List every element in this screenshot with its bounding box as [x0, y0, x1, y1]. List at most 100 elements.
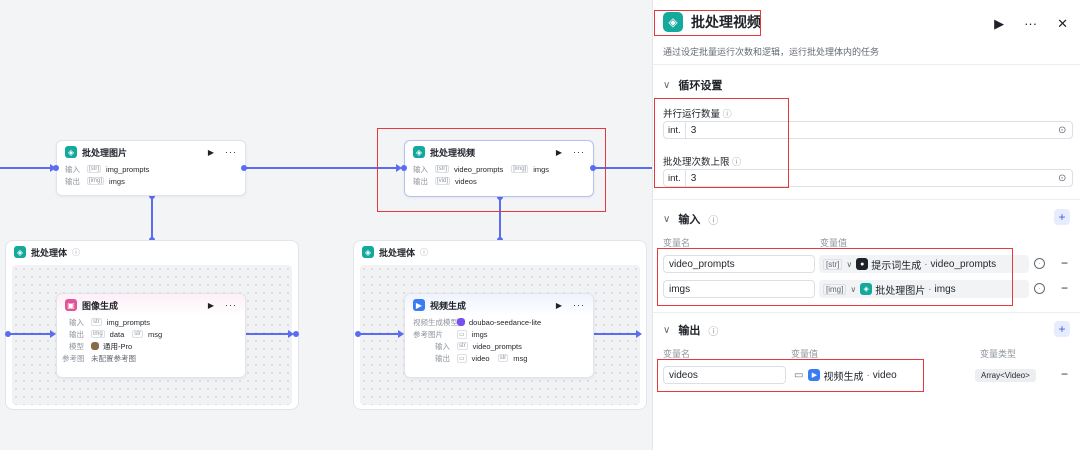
divider: [653, 199, 1080, 200]
value: msg: [513, 353, 528, 363]
node-title: 批处理图片: [82, 147, 128, 158]
info-icon: ⓘ: [708, 326, 719, 338]
input-value-selector[interactable]: [img] ∨ ◈ 批处理图片 · imgs: [819, 280, 1029, 298]
section-title: 输入: [678, 214, 701, 226]
label: 输入: [435, 341, 450, 351]
node-video-gen[interactable]: ▶ 视频生成 ▶ ··· 视频生成模型 doubao-seedance-lite…: [404, 293, 594, 378]
label: 参考图: [62, 353, 85, 363]
input-value-selector[interactable]: [str] ∨ ● 提示词生成 · video_prompts: [819, 255, 1029, 273]
chevron-down-icon: ∨: [850, 284, 857, 294]
node-image-gen[interactable]: ▣ 图像生成 ▶ ··· 输入 str img_prompts 输出 img d…: [56, 293, 246, 378]
ref-field: video: [872, 369, 897, 381]
type-tag: str: [91, 318, 102, 326]
input-name-field[interactable]: video_prompts: [663, 255, 815, 273]
variable-icon[interactable]: ·: [1034, 258, 1045, 269]
group-title: 批处理体: [379, 247, 416, 258]
port[interactable]: [148, 193, 155, 199]
input-value: 3: [690, 172, 697, 184]
section-title: 输出: [678, 325, 701, 337]
panel-description: 通过设定批量运行次数和逻辑，运行批处理体内的任务: [663, 47, 880, 57]
close-icon[interactable]: ✕: [1057, 16, 1068, 31]
remove-input-button[interactable]: −: [1060, 281, 1068, 295]
label: 输出: [65, 176, 80, 186]
edge: [594, 333, 638, 335]
variable-icon[interactable]: ·: [1034, 283, 1045, 294]
port[interactable]: [590, 165, 596, 171]
stepper-icon[interactable]: ⊙: [1058, 172, 1067, 184]
add-output-button[interactable]: +: [1054, 321, 1070, 337]
type-tag: [img]: [87, 177, 105, 185]
separator: ·: [866, 369, 870, 381]
node-batch-image[interactable]: ◈ 批处理图片 ▶ ··· 输入 [str] img_prompts 输出 [i…: [56, 140, 246, 196]
loop-section-header[interactable]: ∨ 循环设置: [663, 77, 722, 93]
more-icon[interactable]: ···: [1024, 16, 1038, 31]
add-input-button[interactable]: +: [1054, 209, 1070, 225]
play-icon[interactable]: ▶: [555, 147, 562, 157]
layers-icon: ◈: [413, 146, 425, 158]
input-name-field[interactable]: imgs: [663, 280, 815, 298]
panel-title[interactable]: 批处理视频: [691, 14, 761, 30]
properties-panel: ◈ 批处理视频 ▶ ··· ✕ 通过设定批量运行次数和逻辑，运行批处理体内的任务…: [652, 0, 1080, 450]
port[interactable]: [355, 331, 361, 337]
play-icon[interactable]: ▶: [207, 147, 214, 157]
remove-input-button[interactable]: −: [1060, 256, 1068, 270]
parallel-label: 并行运行数量 ⓘ: [663, 109, 732, 120]
value: imgs: [109, 176, 125, 186]
col-var-type: 变量类型: [980, 349, 1017, 359]
remove-output-button[interactable]: −: [1060, 367, 1068, 381]
more-icon[interactable]: ···: [225, 300, 237, 310]
edge-arrow: [396, 164, 402, 172]
folder-icon: ▭: [794, 369, 804, 381]
more-icon[interactable]: ···: [573, 147, 585, 157]
input-section-header[interactable]: ∨ 输入 ⓘ: [663, 211, 718, 227]
label: 视频生成模型: [413, 317, 458, 327]
output-type-badge: Array<Video>: [975, 369, 1036, 382]
port[interactable]: [401, 165, 407, 171]
output-section-header[interactable]: ∨ 输出 ⓘ: [663, 322, 718, 338]
value: video: [471, 353, 490, 363]
run-icon[interactable]: ▶: [994, 16, 1005, 31]
divider: [653, 312, 1080, 313]
edge: [8, 333, 52, 335]
port[interactable]: [293, 331, 299, 337]
value: msg: [147, 329, 163, 339]
play-icon[interactable]: ▶: [555, 300, 562, 310]
layers-icon: ◈: [860, 283, 873, 295]
ref-source: 视频生成: [823, 371, 864, 383]
stepper-icon[interactable]: ⊙: [1058, 124, 1067, 136]
max-count-input[interactable]: int. 3 ⊙: [663, 169, 1073, 187]
type-tag: [str]: [823, 258, 843, 270]
value: 通用-Pro: [103, 341, 133, 351]
workflow-canvas[interactable]: ◈ 批处理图片 ▶ ··· 输入 [str] img_prompts 输出 [i…: [0, 0, 652, 450]
port[interactable]: [5, 331, 11, 337]
chevron-down-icon: ∨: [663, 213, 671, 225]
info-icon: ⓘ: [708, 215, 719, 227]
value: img_prompts: [106, 317, 151, 327]
parallel-count-input[interactable]: int. 3 ⊙: [663, 121, 1073, 139]
edge: [0, 167, 52, 169]
info-icon: ⓘ: [420, 247, 429, 257]
more-icon[interactable]: ···: [573, 300, 585, 310]
edge: [151, 196, 153, 240]
layers-icon: ◈: [362, 246, 374, 258]
port[interactable]: [241, 165, 247, 171]
output-name-field[interactable]: videos: [663, 366, 786, 384]
node-title: 批处理视频: [430, 147, 476, 158]
more-icon[interactable]: ···: [225, 147, 237, 157]
type-tag: img: [91, 330, 105, 338]
port[interactable]: [496, 194, 503, 200]
video-icon: ▶: [413, 299, 425, 311]
value: imgs: [471, 329, 488, 339]
ref-source: 批处理图片: [875, 285, 926, 297]
layers-icon: ◈: [663, 12, 683, 32]
port[interactable]: [53, 165, 59, 171]
output-value-selector[interactable]: ▭ ▶ 视频生成 · video: [790, 366, 973, 384]
type-tag: [str]: [435, 165, 449, 173]
video-icon: ▶: [808, 369, 821, 381]
value: 未配置参考图: [91, 353, 136, 363]
play-icon[interactable]: ▶: [207, 300, 214, 310]
type-tag: [vid]: [435, 177, 451, 185]
node-batch-video[interactable]: ◈ 批处理视频 ▶ ··· 输入 [str] video_prompts [im…: [404, 140, 594, 197]
type-tag: str: [457, 342, 468, 350]
bot-icon: ●: [856, 258, 869, 270]
